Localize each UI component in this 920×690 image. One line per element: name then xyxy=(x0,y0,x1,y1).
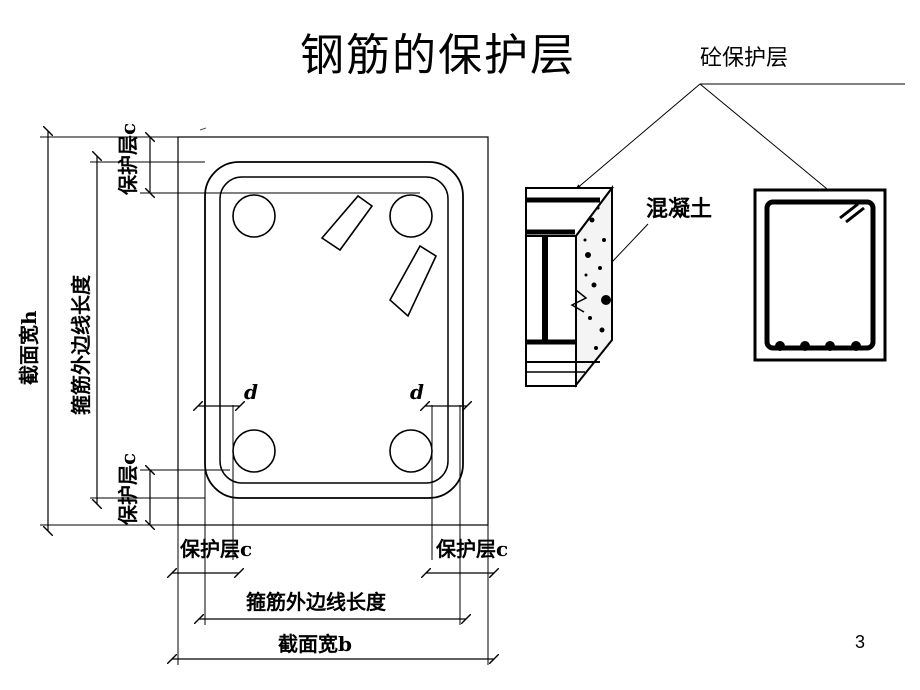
bar-top-left xyxy=(232,194,276,238)
label-bar-dia-left: d xyxy=(244,380,258,404)
label-cover-top: 保护层c xyxy=(116,123,140,196)
stirrup-inner xyxy=(219,176,449,484)
page-number: 3 xyxy=(854,632,865,652)
label-cover-bottom: 保护层c xyxy=(116,453,140,526)
stirrup-hook-2 xyxy=(388,244,438,318)
beam-3d-sketch xyxy=(525,185,649,388)
concrete-cover-label: 砼保护层 xyxy=(700,46,789,71)
label-section-height: 截面宽h xyxy=(17,310,41,385)
stirrup-hook-1 xyxy=(320,194,374,252)
label-stirrup-height: 箍筋外边线长度 xyxy=(69,274,93,415)
concrete-label: 混凝土 xyxy=(646,196,712,222)
bar-top-right xyxy=(389,194,433,238)
slide-title: 钢筋的保护层 xyxy=(300,30,576,81)
stirrup-outer xyxy=(204,161,464,499)
label-section-width: 截面宽b xyxy=(278,632,352,656)
section-outline xyxy=(177,136,489,526)
label-stirrup-width: 箍筋外边线长度 xyxy=(246,590,387,614)
label-cover-right: 保护层c xyxy=(435,537,508,561)
label-bar-dia-right: d xyxy=(410,380,424,404)
label-cover-left: 保护层c xyxy=(179,537,252,561)
cover-section-sketch xyxy=(753,188,887,362)
